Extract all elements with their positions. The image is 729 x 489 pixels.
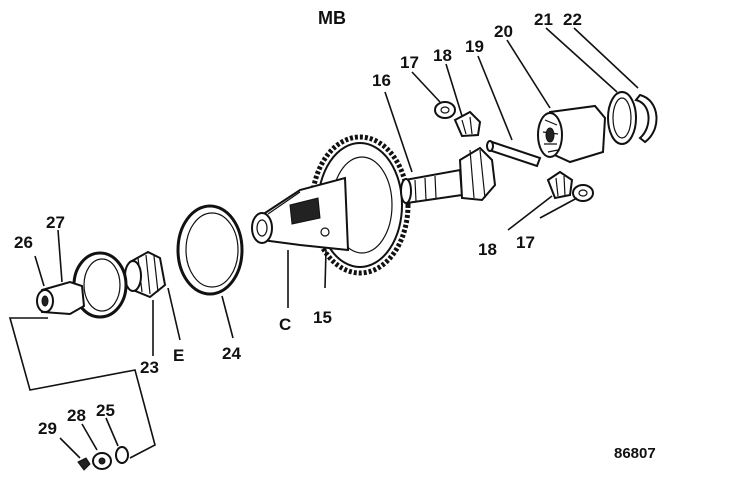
- snap-ring-21: [607, 91, 637, 145]
- side-gear-20: [537, 104, 607, 164]
- thrust-washer-17-upper: [434, 101, 456, 119]
- callout-27: 27: [46, 213, 65, 232]
- callout-19: 19: [465, 37, 484, 56]
- bearing-cone-23: [124, 250, 167, 299]
- callout-21: 21: [534, 10, 553, 29]
- callout-16: 16: [372, 71, 391, 90]
- callout-28: 28: [67, 406, 86, 425]
- callout-29: 29: [38, 419, 57, 438]
- callout-23: 23: [140, 358, 159, 377]
- callout-20: 20: [494, 22, 513, 41]
- pinion-gear-18-lower: [546, 170, 574, 200]
- differential-case-15: [251, 134, 411, 276]
- callout-15: 15: [313, 308, 332, 327]
- retaining-ring-22: [634, 93, 658, 144]
- callout-22: 22: [563, 10, 582, 29]
- callout-c: C: [279, 315, 291, 334]
- group-bracket: [8, 317, 156, 459]
- callout-labels: 16 17 18 19 20 21 22 18 17 15 C 24 23 E …: [14, 10, 582, 438]
- callout-17-lower: 17: [516, 233, 535, 252]
- callout-18-lower: 18: [478, 240, 497, 259]
- washer-28: [92, 452, 112, 470]
- washer-25: [115, 446, 129, 464]
- callout-25: 25: [96, 401, 115, 420]
- side-gear-shaft-16: [400, 146, 497, 205]
- callout-17-upper: 17: [400, 53, 419, 72]
- callout-26: 26: [14, 233, 33, 252]
- figure-number: 86807: [614, 445, 656, 462]
- callout-18-upper: 18: [433, 46, 452, 65]
- nut-29: [77, 457, 91, 471]
- callout-e: E: [173, 346, 184, 365]
- pinion-gear-18-upper: [453, 110, 482, 138]
- shim-24: [176, 204, 244, 296]
- cross-pin-19: [486, 140, 542, 168]
- thrust-washer-17-lower: [572, 184, 594, 202]
- diagram-title: MB: [318, 8, 346, 28]
- leader-lines: [34, 27, 639, 459]
- callout-24: 24: [222, 344, 241, 363]
- bearing-26: [36, 280, 86, 316]
